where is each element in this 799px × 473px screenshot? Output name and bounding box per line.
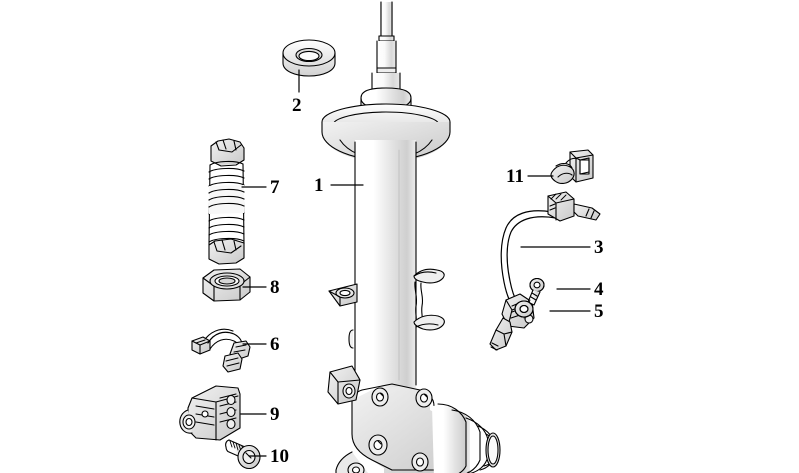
callout-number-8[interactable]: 8 bbox=[270, 277, 280, 298]
part-brake-hose-bracket bbox=[191, 328, 251, 373]
part-protective-boot bbox=[208, 138, 245, 265]
part-sensor-screw bbox=[523, 277, 545, 319]
part-hex-bolt bbox=[225, 439, 261, 470]
callout-number-1[interactable]: 1 bbox=[314, 175, 324, 196]
callout-number-5[interactable]: 5 bbox=[594, 301, 604, 322]
callout-number-3[interactable]: 3 bbox=[594, 237, 604, 258]
part-mount-ring bbox=[282, 39, 336, 77]
callout-number-10[interactable]: 10 bbox=[270, 446, 289, 467]
callout-number-11[interactable]: 11 bbox=[506, 166, 524, 187]
part-sensor-bracket bbox=[179, 385, 241, 441]
callout-number-7[interactable]: 7 bbox=[270, 177, 280, 198]
callout-number-4[interactable]: 4 bbox=[594, 279, 604, 300]
callout-number-2[interactable]: 2 bbox=[292, 95, 302, 116]
part-additional-damper-stop bbox=[202, 268, 251, 302]
callout-number-9[interactable]: 9 bbox=[270, 404, 280, 425]
part-strut-assembly bbox=[321, 1, 501, 473]
callout-number-6[interactable]: 6 bbox=[270, 334, 280, 355]
part-sensor-washer bbox=[514, 300, 534, 318]
callout-leader-lines bbox=[240, 69, 591, 457]
part-cable-clip bbox=[550, 149, 594, 184]
part-abs-sensor-cable bbox=[489, 191, 601, 351]
